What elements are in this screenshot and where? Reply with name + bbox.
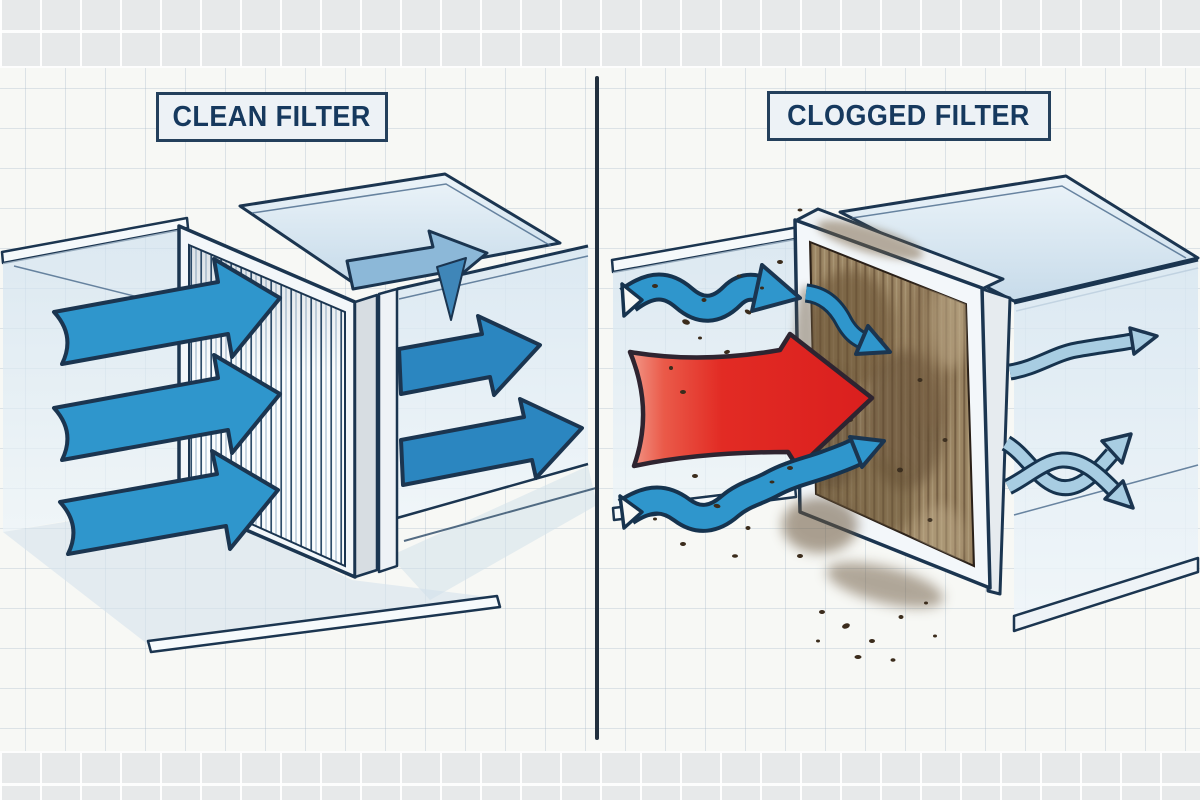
clean-outlet-duct-bottom-edge — [396, 462, 589, 520]
dirt-speck — [736, 274, 742, 278]
dirt-speck — [898, 615, 904, 619]
dirt-specks — [652, 208, 937, 662]
clean-outlet-duct-top-edge-inner — [398, 255, 589, 300]
weak-outflow-body — [1005, 454, 1118, 494]
wavy-arrow-tail-notch — [618, 494, 644, 530]
clean-outflow-arrow-2 — [399, 397, 584, 487]
clean-inflow-arrow-1 — [52, 257, 282, 366]
clogged-deflected-arrow-top — [804, 283, 892, 356]
clean-filter-frame-side — [353, 293, 379, 579]
dirt-speck — [745, 526, 751, 530]
dirt-speck — [680, 542, 686, 546]
clogged-inflow-wavy-arrow-bottom — [617, 435, 886, 533]
clogged-outlet-duct-bottom-rail — [1012, 556, 1200, 633]
wavy-arrow-body — [619, 442, 861, 529]
clean-outlet-duct-floor — [390, 466, 597, 600]
dirt-speck — [819, 610, 825, 614]
dirt-speck — [797, 554, 803, 558]
dirt-speck — [701, 298, 707, 302]
clean-outlet-duct-top-edge — [396, 244, 589, 291]
dirt-speck — [797, 208, 803, 212]
clogged-outflow-arrow-1 — [1008, 326, 1159, 381]
dirt-speck — [652, 284, 658, 288]
top-tile-border — [0, 0, 1200, 68]
clogged-filter-panel — [610, 174, 1200, 662]
clean-duct-top-flow-arrow-drop — [436, 257, 467, 321]
deflected-arrow-head — [854, 324, 892, 356]
wavy-arrow-head — [750, 263, 802, 313]
clean-outlet-duct-floor-edge — [403, 487, 597, 542]
weak-outflow-body — [1008, 335, 1134, 378]
dirt-speck — [842, 623, 850, 629]
dirt-speck — [933, 634, 937, 638]
clean-filter-panel — [0, 172, 597, 654]
dirt-speck — [698, 336, 702, 340]
clogged-filter-title-box: CLOGGED FILTER — [767, 91, 1051, 141]
dirt-speck — [713, 503, 721, 509]
deflected-arrow-body — [804, 286, 865, 346]
weak-outflow-head — [1103, 479, 1135, 510]
dirt-speck — [787, 466, 793, 470]
dirt-speck — [680, 390, 686, 394]
clean-inlet-duct-fold-line — [13, 265, 151, 301]
clean-duct-floor-rail — [146, 594, 502, 654]
clogged-filter-dirt-smudge-corner — [782, 497, 858, 553]
clean-filter-title-box: CLEAN FILTER — [156, 92, 388, 142]
blocked-airflow-red-arrow — [627, 331, 875, 471]
clogged-filter-dirt-smudge-bottom — [826, 562, 944, 608]
clogged-outlet-duct-top-inner-line — [851, 185, 1187, 259]
clogged-outlet-duct-top-edge — [1013, 258, 1199, 305]
dirt-speck — [854, 655, 862, 659]
clean-inflow-arrow-2 — [52, 353, 282, 462]
clogged-filter-dirt-smudge-top — [817, 220, 923, 260]
clean-filter-title: CLEAN FILTER — [172, 100, 372, 133]
dirt-speck — [890, 658, 896, 662]
dirt-speck — [653, 517, 657, 521]
dirt-speck — [692, 474, 698, 478]
clogged-filter-title: CLOGGED FILTER — [787, 99, 1031, 132]
weak-outflow-head — [1128, 326, 1159, 356]
dirt-speck — [744, 309, 752, 315]
dirt-speck — [869, 639, 875, 643]
panel-divider-line — [595, 76, 599, 740]
clean-filter-slot-post — [377, 287, 399, 574]
wavy-arrow-head — [848, 435, 886, 469]
bottom-tile-border — [0, 751, 1200, 800]
wavy-arrow-tail-notch — [620, 282, 644, 318]
clean-outflow-arrow-1 — [397, 314, 542, 397]
clean-outlet-duct-top-inner-line — [251, 183, 552, 247]
clean-inflow-arrow-3 — [58, 449, 280, 556]
dirt-speck — [732, 554, 738, 558]
dirt-speck — [760, 286, 764, 290]
dirt-speck — [924, 601, 928, 605]
dirt-speck — [769, 480, 775, 484]
dirt-speck — [724, 349, 730, 355]
dirt-speck — [682, 319, 690, 325]
clogged-outlet-duct-wall — [1014, 260, 1198, 616]
weak-outflow-head — [1100, 432, 1133, 465]
dirt-speck — [816, 639, 820, 643]
dirt-speck — [777, 260, 783, 264]
dirt-speck — [669, 366, 673, 370]
clogged-outflow-arrow-3 — [1003, 451, 1135, 510]
